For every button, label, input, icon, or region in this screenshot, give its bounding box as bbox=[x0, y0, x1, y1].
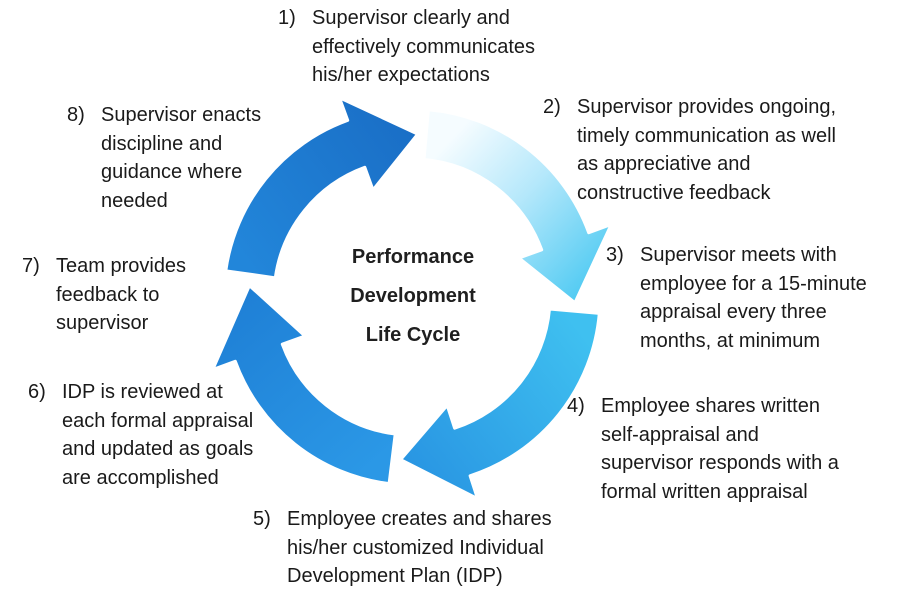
step-1: 1) Supervisor clearly and effectively co… bbox=[278, 4, 535, 90]
arrow-bottom-left-icon bbox=[211, 284, 397, 486]
arrow-top-right-icon bbox=[422, 108, 613, 305]
step-7: 7) Team provides feedback to supervisor bbox=[22, 252, 186, 338]
arrow-upper-left-icon bbox=[224, 96, 420, 280]
step-1-text: Supervisor clearly and effectively commu… bbox=[312, 7, 536, 86]
step-6-number: 6) bbox=[28, 381, 46, 403]
step-2-text: Supervisor provides ongoing, timely comm… bbox=[577, 96, 837, 204]
step-3-number: 3) bbox=[606, 244, 624, 266]
arrow-bottom-right-icon bbox=[399, 307, 601, 501]
step-8-number: 8) bbox=[67, 104, 85, 126]
step-4: 4) Employee shares written self-appraisa… bbox=[567, 392, 839, 506]
step-5: 5) Employee creates and shares his/her c… bbox=[253, 505, 552, 591]
step-8-text: Supervisor enacts discipline and guidanc… bbox=[101, 104, 262, 212]
step-1-number: 1) bbox=[278, 7, 296, 29]
step-7-number: 7) bbox=[22, 255, 40, 277]
step-2-number: 2) bbox=[543, 96, 561, 118]
step-5-text: Employee creates and shares his/her cust… bbox=[287, 508, 552, 587]
step-2: 2) Supervisor provides ongoing, timely c… bbox=[543, 93, 836, 207]
step-6: 6) IDP is reviewed at each formal apprai… bbox=[28, 378, 253, 492]
step-6-text: IDP is reviewed at each formal appraisal… bbox=[62, 381, 254, 489]
center-title: Performance Development Life Cycle bbox=[308, 238, 518, 355]
step-7-text: Team provides feedback to supervisor bbox=[56, 255, 187, 334]
center-title-line-1: Performance bbox=[351, 246, 475, 268]
step-4-text: Employee shares written self-appraisal a… bbox=[601, 395, 839, 503]
step-5-number: 5) bbox=[253, 508, 271, 530]
step-3-text: Supervisor meets with employee for a 15-… bbox=[640, 244, 867, 352]
step-4-number: 4) bbox=[567, 395, 585, 417]
center-title-line-2: Development bbox=[350, 285, 476, 307]
step-8: 8) Supervisor enacts discipline and guid… bbox=[67, 101, 261, 215]
center-title-line-3: Life Cycle bbox=[365, 324, 461, 346]
step-3: 3) Supervisor meets with employee for a … bbox=[606, 241, 867, 355]
